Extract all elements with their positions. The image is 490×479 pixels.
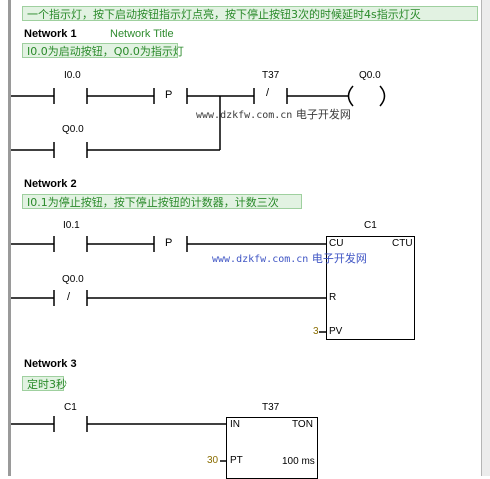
contact-c1-label: C1	[64, 402, 77, 413]
not-mark: /	[266, 87, 270, 99]
timer-base: 100 ms	[282, 456, 315, 467]
left-power-rail	[8, 0, 11, 476]
watermark-1: www.dzkfw.com.cn 电子开发网	[196, 106, 351, 122]
coil-q0-0-label: Q0.0	[359, 70, 381, 81]
program-comment[interactable]: 一个指示灯，按下启动按钮指示灯点亮，按下停止按钮3次的时候延时4s指示灯灭	[22, 6, 478, 21]
counter-ctu-box[interactable]	[326, 236, 415, 340]
contact-i0-1-label: I0.1	[63, 220, 80, 231]
timer-t37-label: T37	[262, 402, 280, 413]
timer-in-pin: IN	[230, 419, 240, 430]
network-3-comment[interactable]: 定时3秒	[22, 376, 67, 391]
counter-pv-pin: PV	[329, 326, 343, 337]
counter-r-pin: R	[329, 292, 337, 303]
counter-cu-pin: CU	[329, 238, 344, 249]
pulse-p-label: P	[165, 89, 173, 101]
contact-t37-label: T37	[262, 70, 280, 81]
watermark-url: www.dzkfw.com.cn	[196, 110, 293, 121]
watermark-url-2: www.dzkfw.com.cn	[212, 254, 309, 265]
network-1-comment[interactable]: I0.0为启动按钮，Q0.0为指示灯	[22, 43, 184, 58]
timer-type: TON	[292, 419, 313, 430]
right-scroll-edge[interactable]	[481, 0, 490, 476]
timer-pt-pin: PT	[230, 455, 243, 466]
counter-c1-label: C1	[364, 220, 377, 231]
watermark-2: www.dzkfw.com.cn 电子开发网	[212, 250, 367, 266]
counter-type: CTU	[392, 238, 413, 249]
network-2-label[interactable]: Network 2	[24, 178, 77, 190]
watermark-site-2: 电子开发网	[311, 252, 367, 265]
timer-pt-value[interactable]: 30	[207, 455, 219, 466]
watermark-site: 电子开发网	[295, 108, 351, 121]
network-2-comment[interactable]: I0.1为停止按钮，按下停止按钮的计数器，计数三次	[22, 194, 302, 209]
network-1-label[interactable]: Network 1	[24, 28, 77, 40]
pulse-p2-label: P	[165, 237, 173, 249]
coil-left-arc	[347, 85, 354, 107]
coil-right-arc	[379, 85, 386, 107]
contact-i0-0-label: I0.0	[64, 70, 81, 81]
contact-q0-0-reset-label: Q0.0	[62, 274, 84, 285]
not-mark-2: /	[67, 291, 71, 303]
network-1-title[interactable]: Network Title	[110, 28, 174, 40]
network-3-label[interactable]: Network 3	[24, 358, 77, 370]
contact-q0-0-hold-label: Q0.0	[62, 124, 84, 135]
counter-pv-value[interactable]: 3	[313, 326, 319, 337]
